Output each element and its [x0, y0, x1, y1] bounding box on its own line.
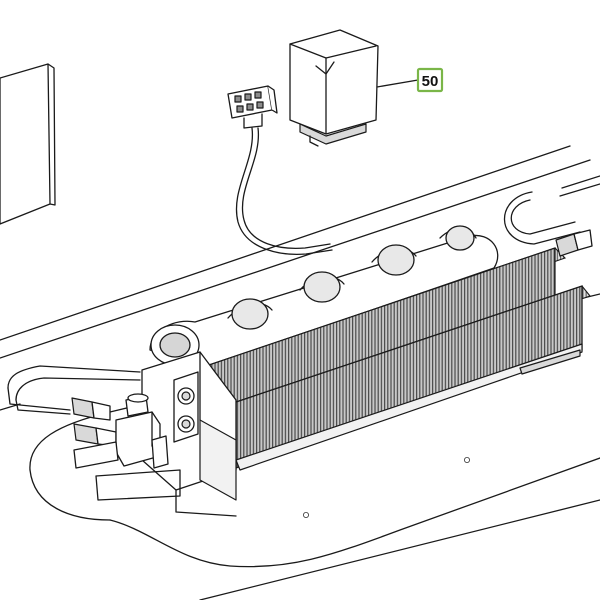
side-panel	[0, 63, 56, 225]
return-pipe	[504, 175, 600, 245]
callout-label: 50	[422, 73, 439, 90]
valve-assembly	[71, 393, 181, 501]
blower-assembly	[149, 225, 499, 367]
relay	[289, 29, 379, 147]
heat-exchanger-front	[235, 285, 591, 471]
inlet-piping	[7, 365, 141, 415]
wire-harness	[235, 127, 333, 255]
outlet-fitting	[555, 229, 593, 257]
callout-leader	[376, 79, 419, 88]
connector-plug	[227, 85, 278, 129]
callout-50[interactable]: 50	[416, 67, 444, 93]
